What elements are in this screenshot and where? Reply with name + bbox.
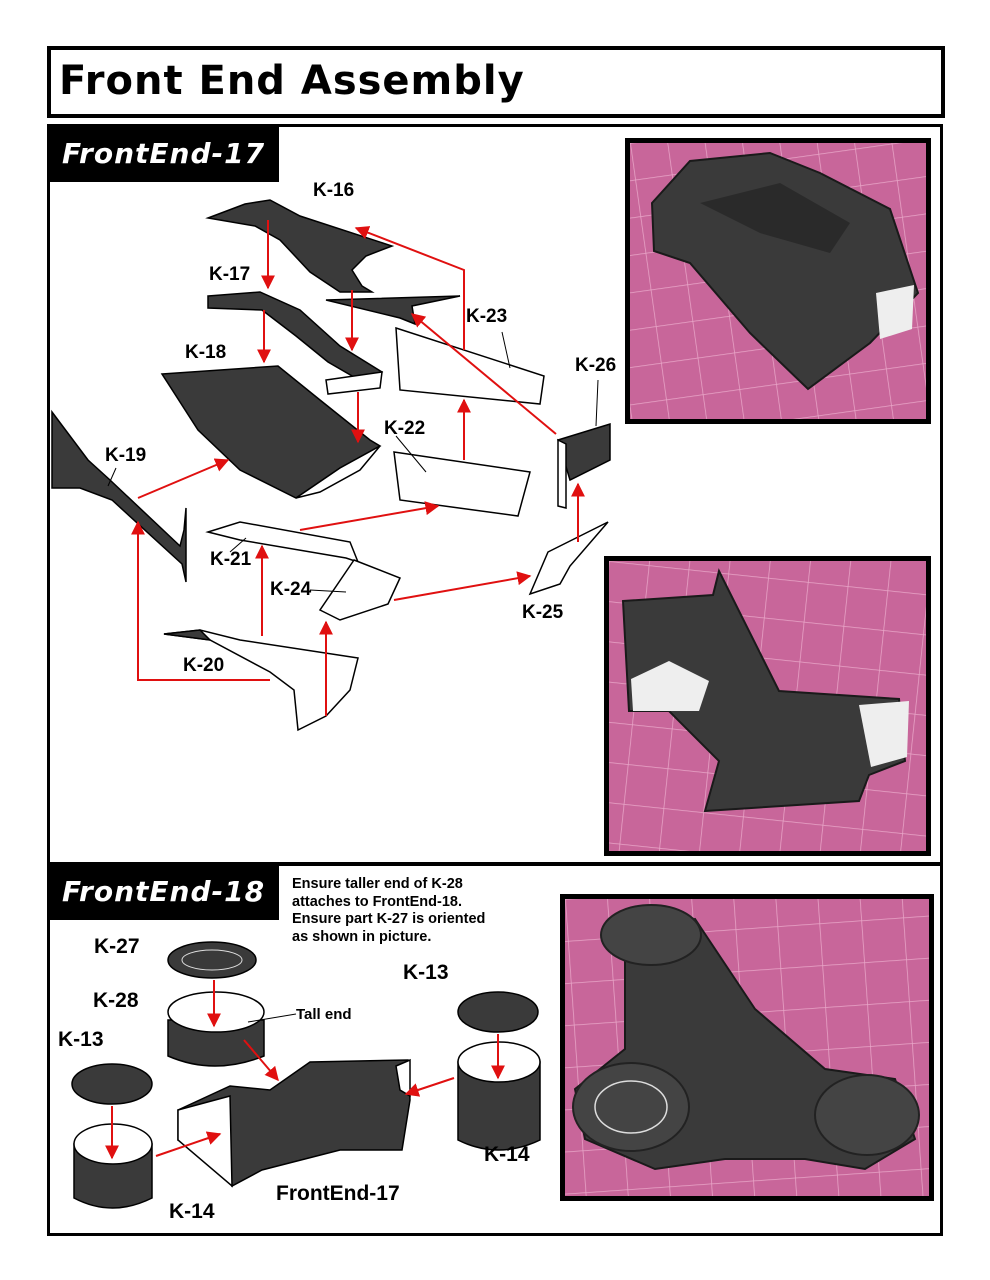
label-k20: K-20: [183, 655, 225, 676]
label-k17: K-17: [209, 264, 251, 285]
photo-frontend-18: [560, 894, 934, 1201]
label-k23: K-23: [466, 306, 508, 327]
step-panel-frontend-18: FrontEnd-18: [47, 862, 943, 1236]
photo-assembled-side: [604, 556, 931, 856]
step-tag: FrontEnd-18: [50, 865, 280, 920]
photo-assembled-top: [625, 138, 931, 424]
label-frontend-17-assembly: FrontEnd-17: [276, 1182, 400, 1205]
label-k25: K-25: [522, 602, 564, 623]
label-k13-left: K-13: [58, 1028, 104, 1051]
step-tag: FrontEnd-17: [50, 127, 280, 182]
part-k28: [167, 1019, 265, 1067]
label-k19: K-19: [105, 445, 147, 466]
label-k22: K-22: [384, 418, 426, 439]
part-k22: [393, 451, 531, 517]
part-k13-left: [71, 1063, 153, 1105]
label-k28: K-28: [93, 989, 139, 1012]
label-tall-end: Tall end: [296, 1006, 352, 1023]
part-k13-right: [457, 991, 539, 1033]
title-box: Front End Assembly: [47, 46, 945, 118]
part-k23: [395, 326, 545, 405]
page-title: Front End Assembly: [59, 58, 525, 104]
label-k14-right: K-14: [484, 1143, 530, 1166]
instruction-note: Ensure taller end of K-28 attaches to Fr…: [292, 876, 486, 945]
label-k18: K-18: [185, 342, 227, 363]
label-k21: K-21: [210, 549, 252, 570]
part-k25: [528, 521, 609, 596]
part-k16-tail: [325, 295, 461, 326]
label-k13-right: K-13: [403, 961, 449, 984]
part-k19: [51, 409, 187, 583]
label-k27: K-27: [94, 935, 140, 958]
part-k24: [318, 559, 402, 621]
part-k16: [205, 199, 395, 293]
label-k14-left: K-14: [169, 1200, 215, 1223]
label-k24: K-24: [270, 579, 312, 600]
label-k26: K-26: [575, 355, 617, 376]
label-k16: K-16: [313, 180, 355, 201]
part-k14-right: [457, 1061, 541, 1151]
part-k27: [167, 941, 257, 979]
part-k17-tab: [325, 371, 383, 395]
